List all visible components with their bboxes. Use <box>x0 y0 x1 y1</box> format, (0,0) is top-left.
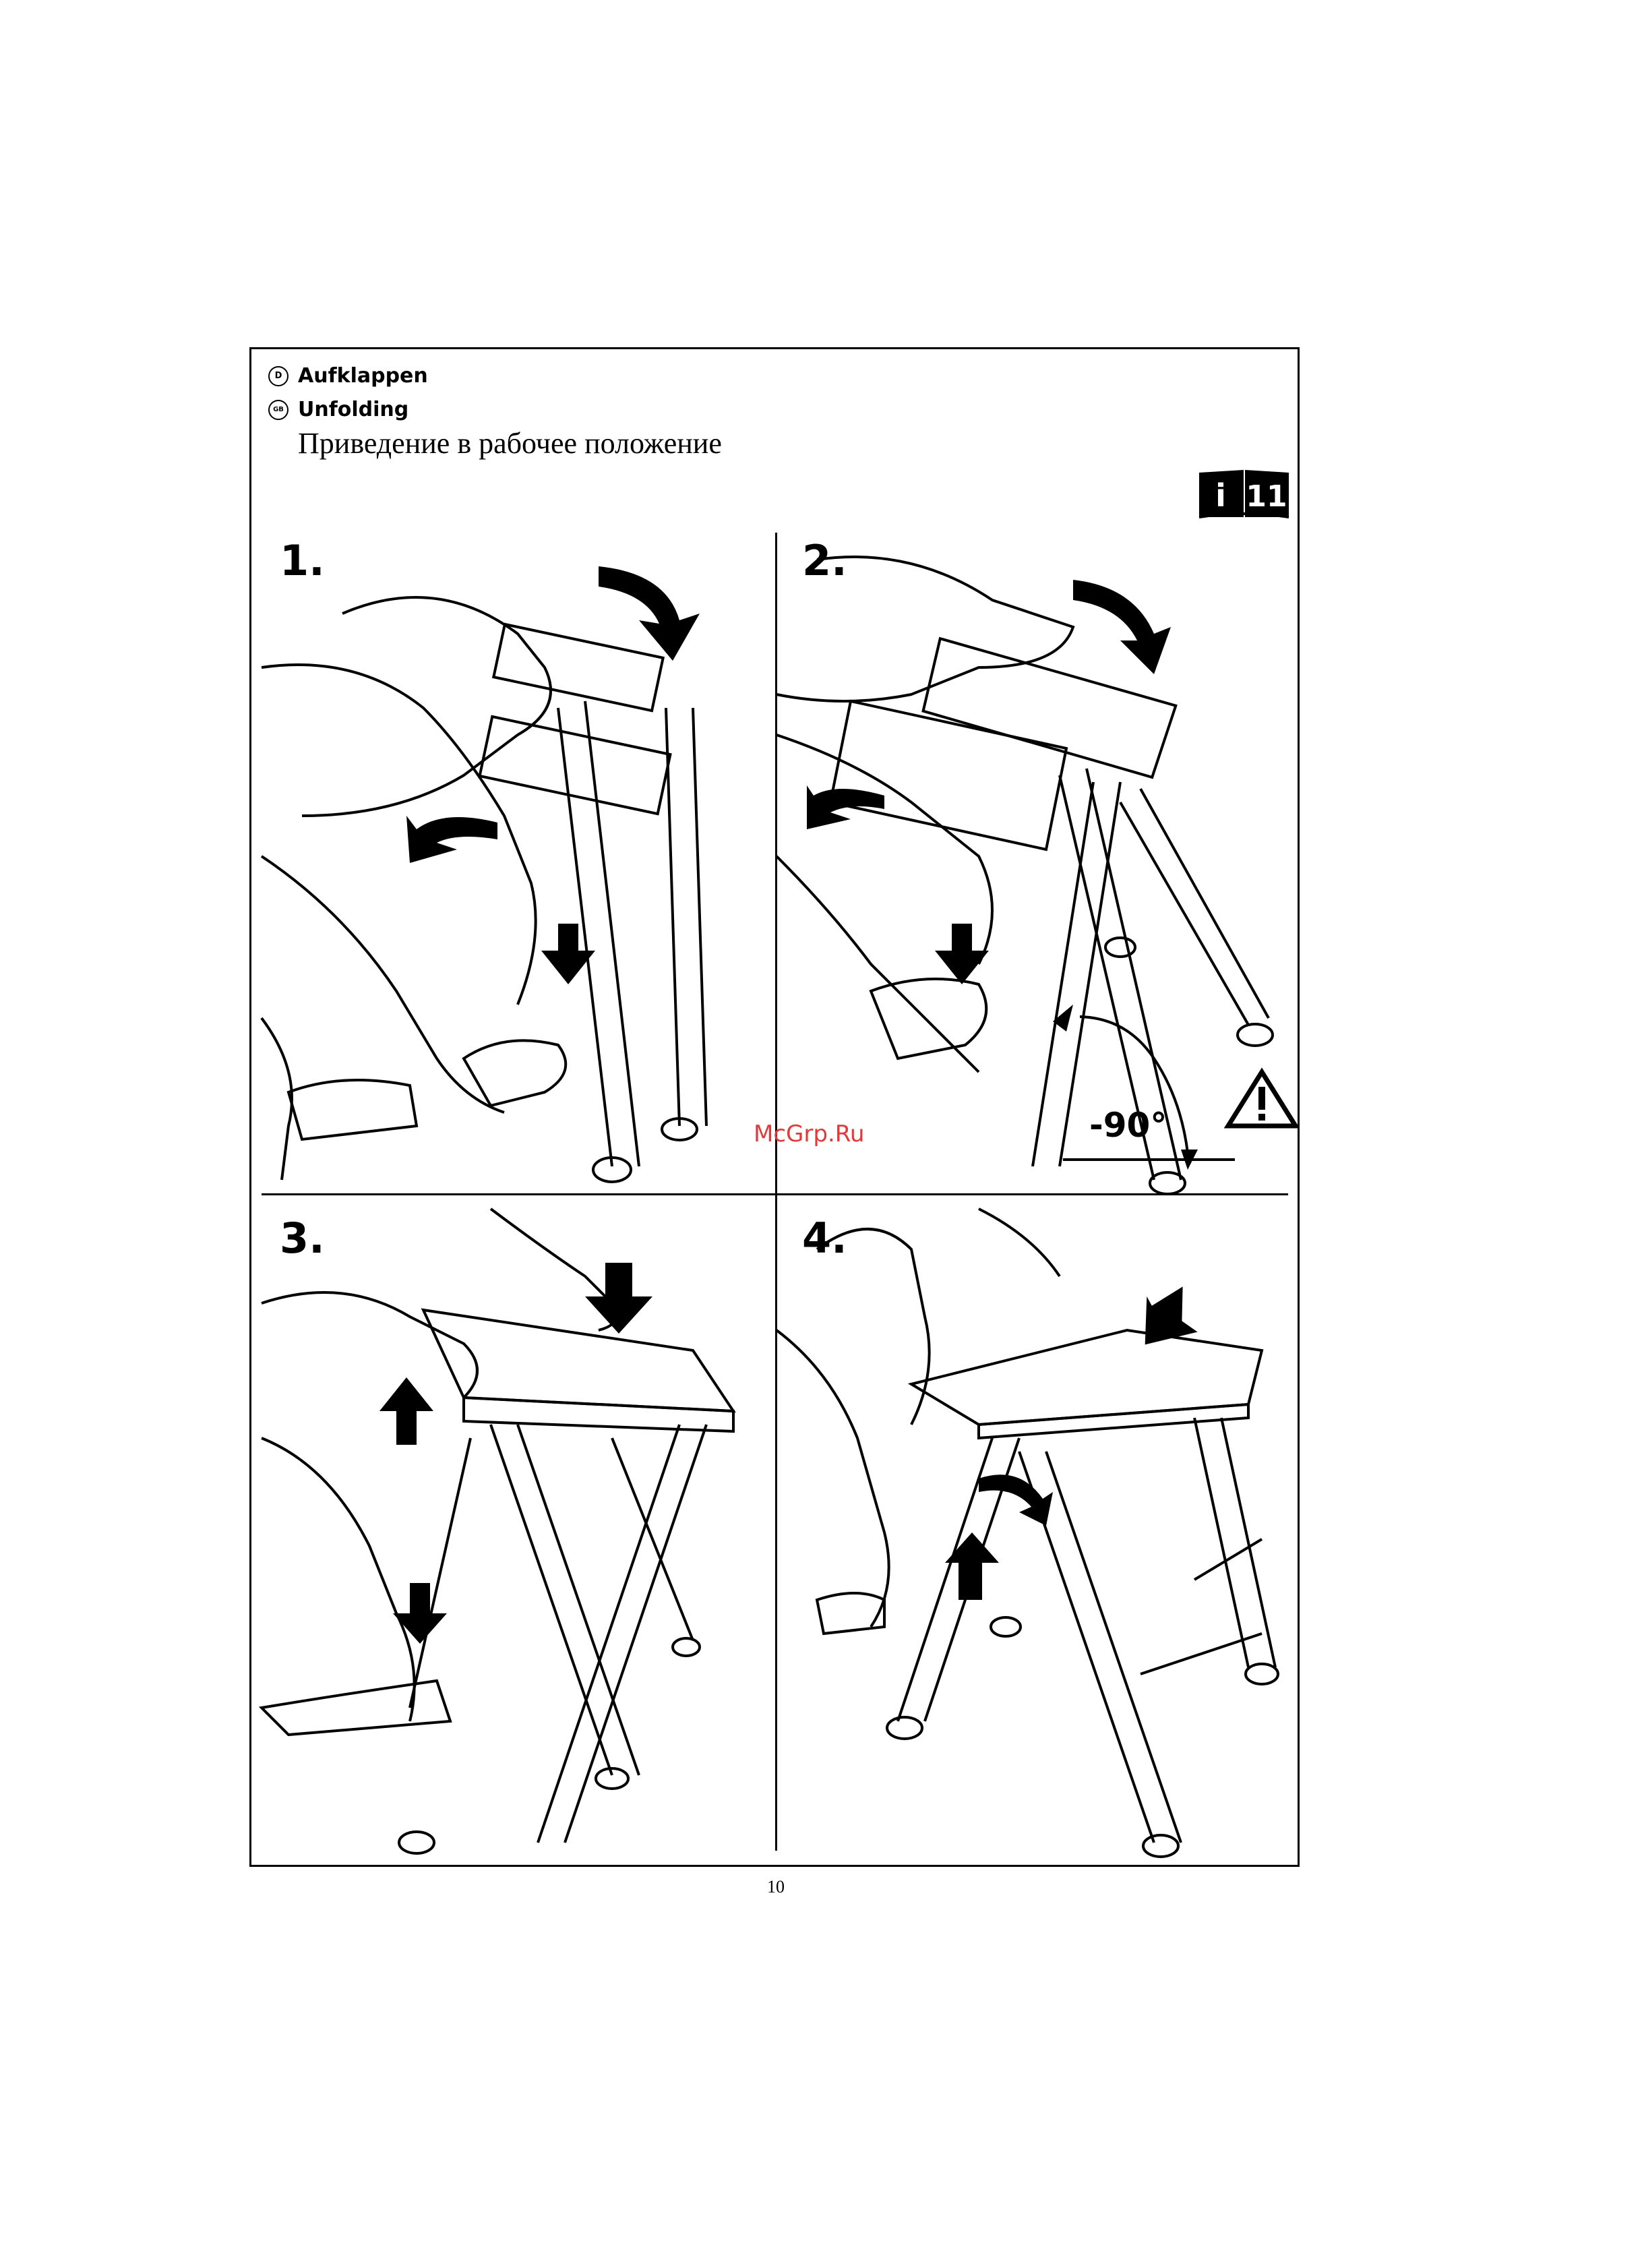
header-line-english: GB Unfolding <box>268 398 408 421</box>
info-book-icon: i 11 <box>1196 466 1291 520</box>
page-number: 10 <box>767 1877 785 1897</box>
watermark-text: McGrp.Ru <box>754 1121 864 1147</box>
info-badge-number: 11 <box>1246 479 1287 514</box>
warning-triangle-icon <box>1228 1072 1296 1126</box>
header-line-german: D Aufklappen <box>268 364 428 388</box>
info-badge-letter: i <box>1215 477 1226 514</box>
angle-label: -90° <box>1089 1106 1167 1145</box>
step-2-illustration <box>777 533 1289 1193</box>
step-1-illustration <box>262 533 774 1193</box>
header-text-german: Aufklappen <box>298 364 428 388</box>
language-d-icon: D <box>268 366 288 386</box>
language-gb-icon: GB <box>268 400 288 420</box>
step-3-illustration <box>262 1195 774 1859</box>
step-4-illustration <box>777 1195 1289 1859</box>
header-text-english: Unfolding <box>298 398 408 421</box>
russian-title: Приведение в рабочее положение <box>298 426 722 460</box>
